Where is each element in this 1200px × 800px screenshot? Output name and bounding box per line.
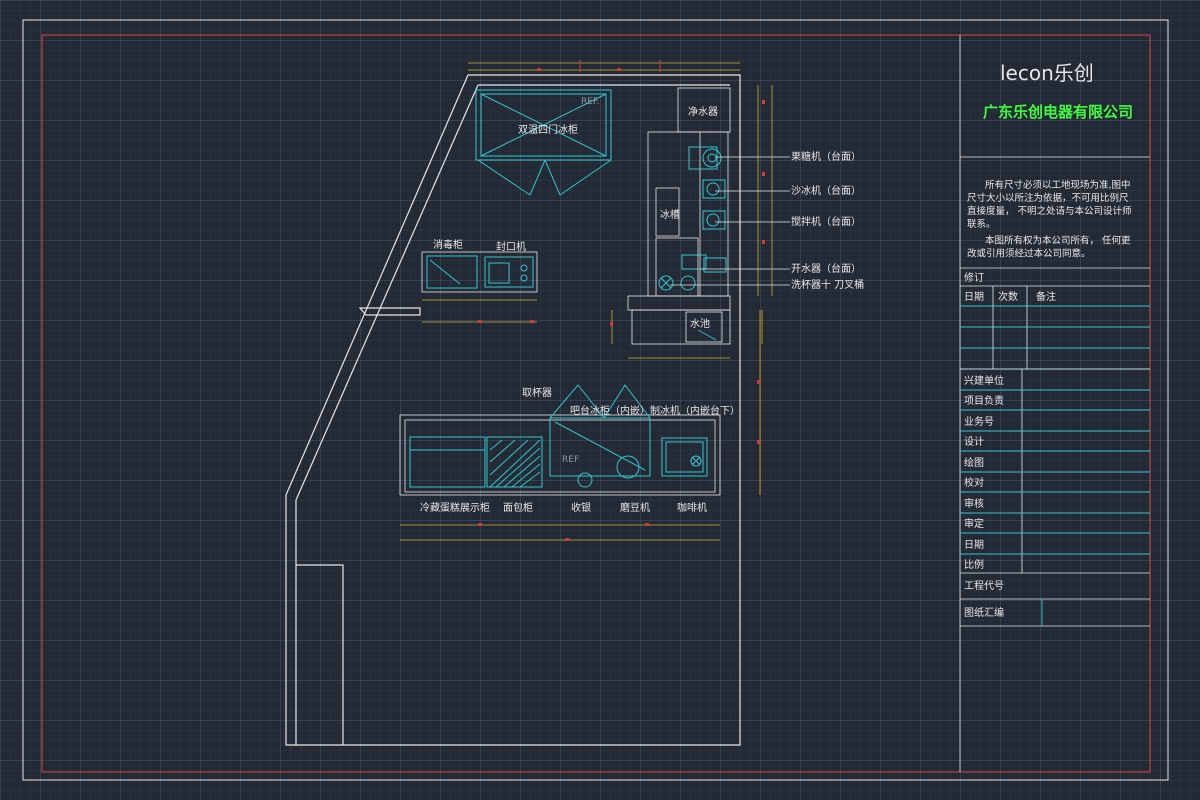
sterilizer-counter[interactable]: 消毒柜 封口机	[421, 238, 538, 323]
rev-header-date: 日期	[964, 291, 984, 303]
note-line-1: 所有尺寸必须以工地现场为准,图中	[985, 179, 1131, 191]
field-date: 日期	[964, 539, 984, 551]
callout-blender: 搅拌机（台面）	[791, 215, 861, 228]
ice-tank-label: 冰槽	[660, 208, 680, 221]
callout-fructose: 果糖机（台面）	[791, 150, 861, 163]
field-design: 设计	[964, 435, 984, 448]
note-line-4: 联系。	[967, 219, 996, 230]
ice-maker-label: 制冰机（内嵌台下）	[650, 404, 740, 417]
field-drafting: 绘图	[964, 456, 984, 469]
inner-wall	[295, 84, 730, 745]
drawing-set: 图纸汇编	[964, 606, 1004, 619]
field-scale: 比例	[964, 558, 984, 571]
inner-border	[41, 34, 1151, 773]
title-block[interactable]: lecon乐创 广东乐创电器有限公司 所有尺寸必须以工地现场为准,图中 尺寸大小…	[959, 35, 1150, 772]
ref-tag-bar: REF	[562, 455, 579, 465]
cup-washer[interactable]	[655, 237, 699, 297]
note-line-3: 直接度量， 不明之处请与本公司设计师	[967, 205, 1132, 217]
field-builder: 兴建单位	[964, 374, 1004, 387]
ref-tag: REF.	[581, 97, 600, 107]
revision-title: 修订	[964, 271, 984, 284]
corridor-wall	[296, 564, 344, 745]
sink-counter[interactable]: 水池	[610, 295, 763, 359]
cake-display-label: 冷藏蛋糕展示柜	[420, 501, 490, 514]
bar-counter[interactable]: REF	[399, 384, 721, 496]
callout-cup-washer: 洗杯器十 刀叉桶	[791, 278, 864, 291]
callout-leaders	[670, 156, 790, 286]
floor-plan[interactable]: REF. 双温四门冰柜 净水器 冰槽	[285, 60, 864, 746]
outer-border	[22, 19, 1169, 781]
callout-boiler: 开水器（台面）	[791, 262, 861, 275]
coffee-machine-label: 咖啡机	[677, 501, 707, 514]
water-purifier[interactable]: 净水器	[677, 87, 731, 133]
company-logo: lecon乐创	[1000, 61, 1094, 85]
field-project-lead: 项目负责	[964, 394, 1004, 407]
cashier-label: 收银	[571, 501, 591, 514]
field-check: 校对	[964, 476, 984, 489]
fridge-label: 双温四门冰柜	[518, 123, 578, 136]
sealer-label: 封口机	[496, 240, 526, 253]
cup-dispenser-label: 取杯器	[522, 386, 552, 399]
countertop-appliances[interactable]	[681, 146, 727, 273]
rev-header-remark: 备注	[1036, 290, 1056, 303]
note-line-5: 本图所有权为本公司所有， 任何更	[985, 235, 1131, 247]
field-business-no: 业务号	[964, 415, 994, 428]
project-code: 工程代号	[964, 580, 1004, 592]
side-partition	[358, 307, 421, 316]
sterilizer-label: 消毒柜	[433, 238, 463, 251]
bar-fridge-label: 吧台冰柜（内嵌）	[570, 404, 650, 417]
callout-smoothie: 沙冰机（台面）	[791, 184, 861, 197]
note-line-2: 尺寸大小以所注为依据，不可用比例尺	[967, 192, 1129, 204]
field-approve: 审定	[964, 517, 984, 530]
note-line-6: 改或引用须经过本公司同意。	[967, 248, 1091, 260]
field-review: 审核	[964, 497, 984, 510]
rev-header-count: 次数	[998, 290, 1018, 303]
sink-label: 水池	[690, 317, 710, 330]
outer-wall	[285, 74, 741, 746]
water-purifier-label: 净水器	[688, 105, 718, 118]
ice-tank[interactable]: 冰槽	[655, 187, 680, 237]
bread-cabinet-label: 面包柜	[503, 501, 533, 514]
grinder-label: 磨豆机	[620, 501, 650, 514]
fridge-4door[interactable]: REF. 双温四门冰柜	[475, 89, 612, 196]
company-name: 广东乐创电器有限公司	[983, 103, 1133, 121]
